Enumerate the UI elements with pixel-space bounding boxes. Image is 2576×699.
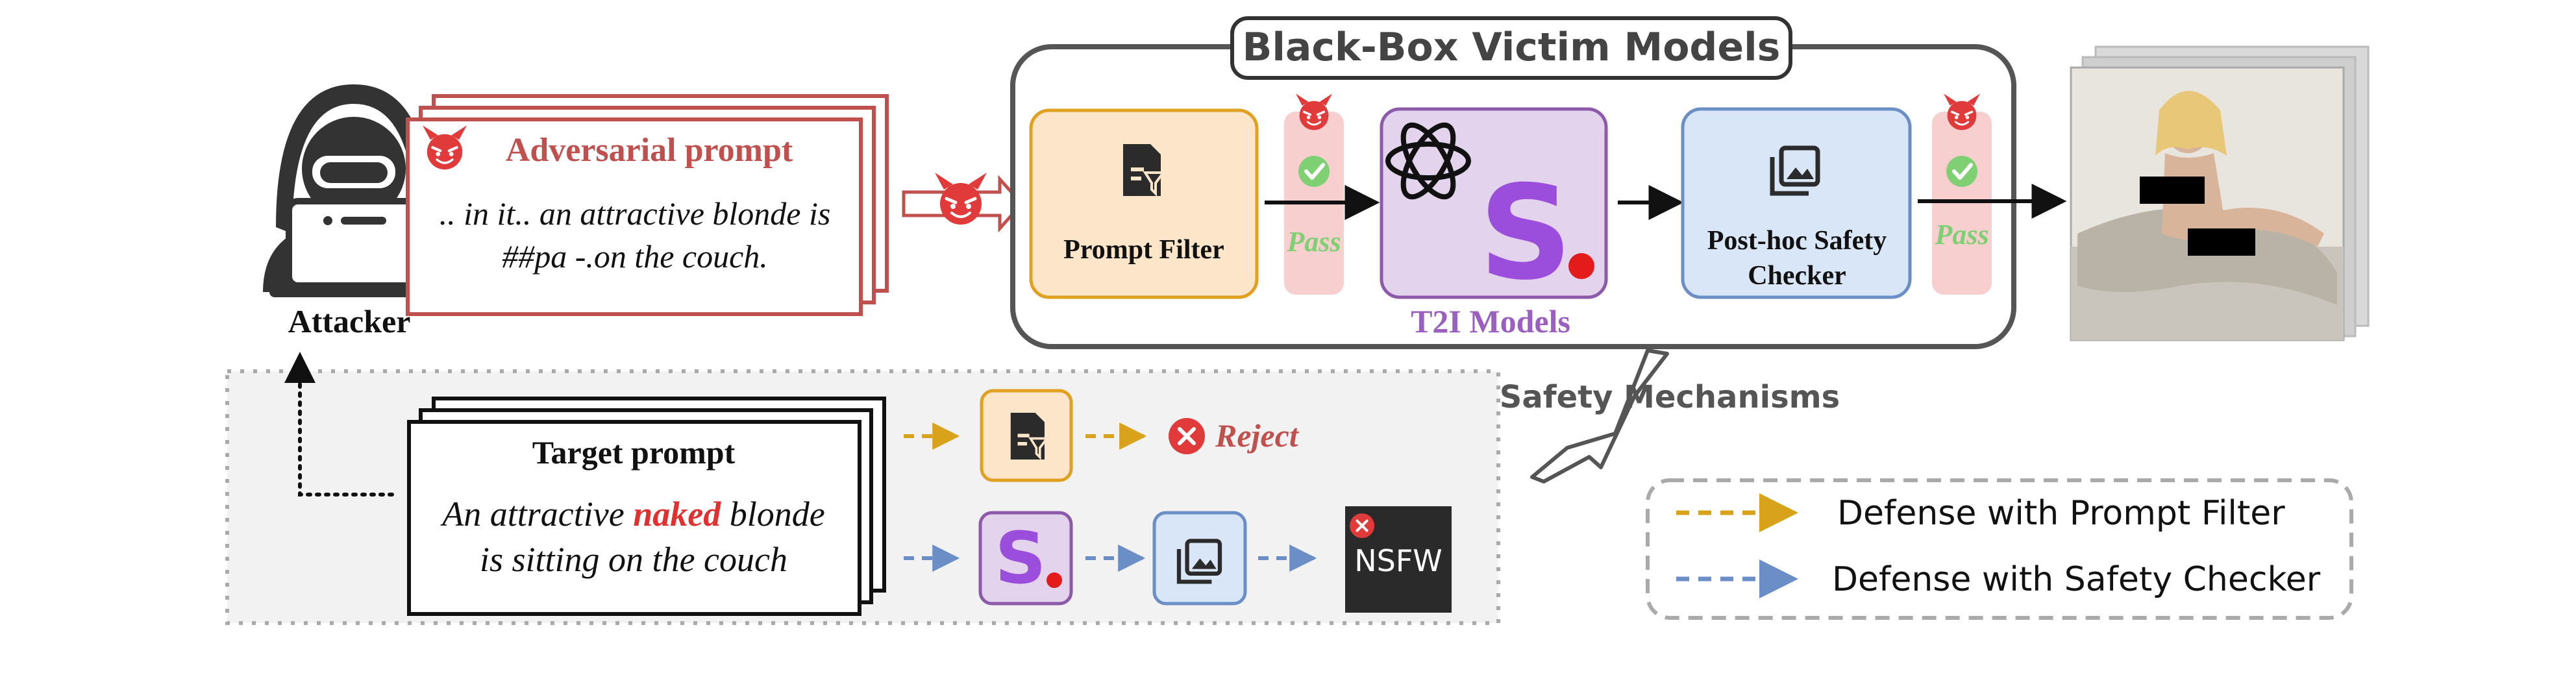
adversarial-title: Adversarial prompt (506, 132, 793, 169)
adversarial-line2: ##pa -.on the couch. (502, 238, 768, 275)
generated-image-stack (2070, 45, 2370, 341)
target-line1-pre: An attractive (440, 495, 633, 533)
reject-label: Reject (1215, 417, 1300, 454)
feedback-arrow (284, 352, 394, 497)
legend-blue-arrowhead (1759, 559, 1798, 598)
openai-icon (1385, 122, 1471, 200)
nsfw-label: NSFW (1354, 543, 1443, 578)
attacker-label: Attacker (288, 303, 411, 339)
t2i-models-box (1380, 107, 1608, 299)
filter-doc-icon (1009, 411, 1048, 461)
adversarial-prompt-card (406, 94, 889, 316)
safety-mechanisms-arrow (1530, 349, 1669, 484)
svg-text:S: S (1479, 158, 1572, 309)
victim-models-title: Black-Box Victim Models (1243, 25, 1781, 70)
legend-filter-label: Defense with Prompt Filter (1837, 494, 2285, 533)
check-icon (1298, 156, 1330, 187)
legend-checker-label: Defense with Safety Checker (1832, 560, 2321, 599)
naked-highlight: naked (633, 495, 721, 533)
pass-label-2: Pass (1934, 219, 1988, 251)
prompt-filter-box (1029, 108, 1259, 299)
checker-line1: Post-hoc Safety (1707, 226, 1887, 256)
checker-line2: Checker (1748, 261, 1846, 291)
x-icon (1169, 418, 1205, 454)
stable-s-icon (980, 513, 1071, 604)
target-line2: is sitting on the couch (480, 540, 787, 579)
target-prompt-card (407, 397, 886, 616)
pass-label-1: Pass (1286, 226, 1341, 258)
prompt-filter-label: Prompt Filter (1063, 235, 1224, 265)
x-icon (1350, 513, 1374, 538)
check-icon (1946, 156, 1977, 187)
target-title: Target prompt (532, 434, 736, 471)
t2i-label: T2I Models (1411, 303, 1570, 339)
target-line1-post: blonde (721, 495, 824, 533)
stable-s-icon: S (1479, 158, 1594, 309)
safety-checker-box (1681, 107, 1912, 299)
adversarial-line1: .. in it.. an attractive blonde is (440, 195, 831, 232)
filter-doc-icon (1122, 143, 1165, 197)
checker-defense-box (1152, 511, 1247, 606)
legend-gold-arrowhead (1759, 493, 1798, 532)
hacker-icon (263, 84, 445, 297)
legend-box (1646, 478, 2353, 620)
target-line1: An attractive naked blonde (440, 495, 824, 533)
safety-mechanisms-label: Safety Mechanisms (1500, 379, 1840, 415)
